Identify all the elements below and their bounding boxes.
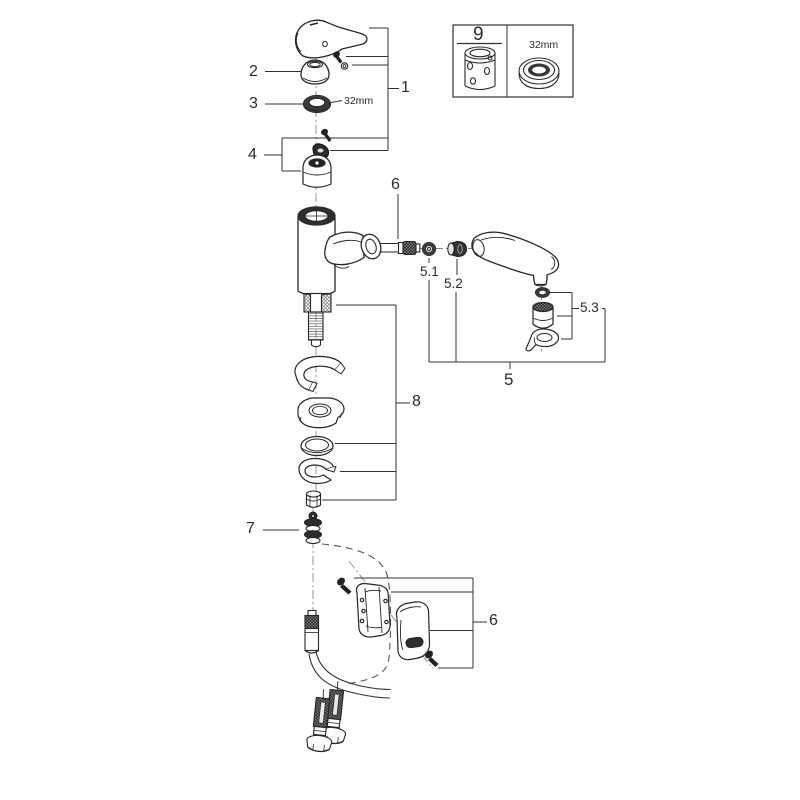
cartridge-icon <box>464 46 496 91</box>
cartridge-screw <box>321 128 332 142</box>
callout-1: 1 <box>401 79 410 96</box>
handle-lever <box>294 19 368 59</box>
size-label-ring: 32mm <box>344 95 374 107</box>
spray-o-ring <box>534 287 551 298</box>
cartridge <box>302 154 332 188</box>
inset-box-part9 <box>452 24 574 98</box>
flow-clip <box>525 328 560 352</box>
supply-hose-left <box>306 689 333 753</box>
callout-6-bottom: 6 <box>489 612 498 629</box>
callout-5: 5 <box>504 370 514 389</box>
hose-end-cylinder <box>304 609 320 654</box>
threaded-shank <box>303 292 332 348</box>
callout-3: 3 <box>249 95 258 112</box>
callout-2: 2 <box>249 63 258 80</box>
dome-cap <box>300 59 330 85</box>
centerlines <box>312 57 542 670</box>
callout-5-2: 5.2 <box>444 276 463 291</box>
c-washer <box>298 457 337 485</box>
holder-bracket <box>355 582 391 638</box>
hose-connector <box>397 240 421 256</box>
part-5-2-coupling <box>447 240 468 258</box>
spray-head <box>471 231 560 287</box>
seal-ring-icon <box>518 57 560 90</box>
holder-screw-top <box>337 577 352 595</box>
ring-nut-32mm <box>302 94 332 114</box>
handle-screw <box>333 51 349 70</box>
shank-nut <box>305 490 322 508</box>
callout-4: 4 <box>248 146 257 163</box>
callout-7: 7 <box>246 520 255 537</box>
base-o-ring <box>300 435 334 457</box>
horseshoe-washer <box>294 355 346 392</box>
check-valve <box>304 511 322 544</box>
callout-6-top: 6 <box>391 176 400 193</box>
callout-9: 9 <box>473 24 484 45</box>
hose-dashed-path <box>321 543 392 685</box>
callout-lines <box>263 27 606 669</box>
spout-arm <box>324 231 400 269</box>
holder-screw-bottom <box>425 650 439 667</box>
size-label-box: 32mm <box>529 39 559 51</box>
callout-8: 8 <box>412 393 421 410</box>
stabilizer-plate <box>297 397 345 429</box>
hose-outline <box>308 651 391 699</box>
mousseur <box>532 301 554 329</box>
callout-5-3: 5.3 <box>580 300 599 315</box>
holder-cover <box>395 601 431 661</box>
callout-5-1: 5.1 <box>420 264 439 279</box>
part-5-1-ring <box>421 241 437 257</box>
faucet-body <box>297 206 336 296</box>
